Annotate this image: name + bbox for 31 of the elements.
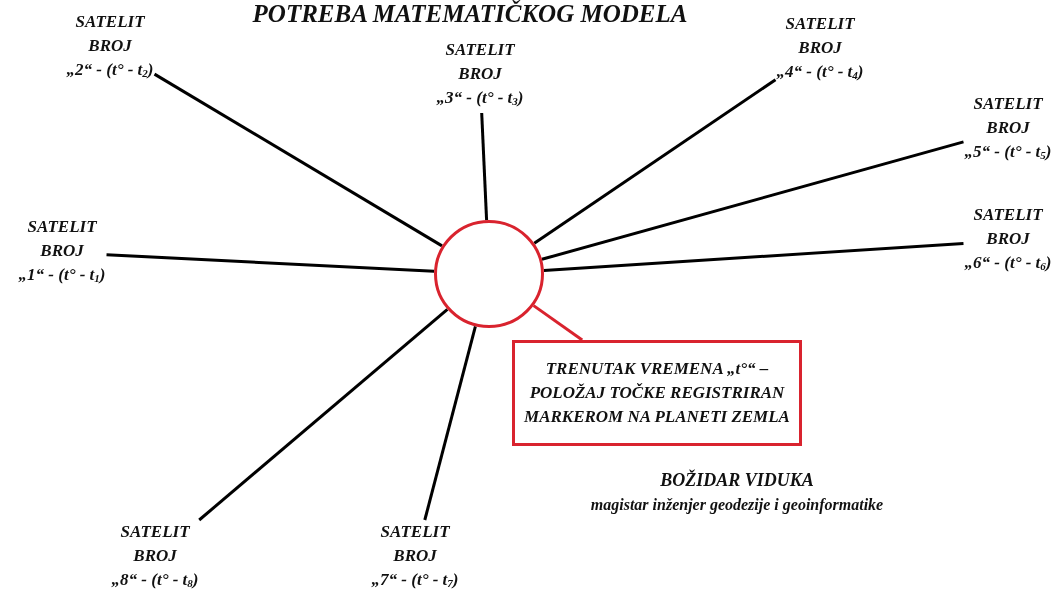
- satellite-label: SATELIT BROJ: [380, 521, 450, 567]
- time-difference-label: „8“ - (t° - t$_{8}$): [111, 569, 199, 590]
- sight-line: [480, 112, 489, 221]
- time-difference-label: „5“ - (t° - t$_{5}$): [964, 141, 1052, 163]
- callout-text: TRENUTAK VREMENA „t°“ – POLOŽAJ TOČKE REGISTRIRAN MARKEROM NA PLANETI ZEMLA: [523, 358, 791, 428]
- sight-line: [198, 308, 449, 522]
- time-difference-label: „7“ - (t° - t$_{7}$): [371, 569, 459, 590]
- diagram-title: POTREBA MATEMATIČKOG MODELA: [252, 0, 688, 28]
- time-difference-label: „3“ - (t° - t$_{3}$): [436, 87, 524, 109]
- time-difference-label: „4“ - (t° - t$_{4}$): [776, 61, 864, 83]
- satellite-label: SATELIT BROJ: [27, 216, 97, 262]
- satellite-label: SATELIT BROJ: [120, 521, 190, 567]
- sight-line: [533, 78, 777, 245]
- sight-line: [543, 241, 964, 272]
- author-name: BOŽIDAR VIDUKA: [660, 470, 814, 491]
- sight-line: [106, 253, 435, 273]
- satellite-label: SATELIT BROJ: [973, 204, 1043, 250]
- callout-box: [512, 340, 802, 446]
- satellite-label: SATELIT BROJ: [973, 93, 1043, 139]
- time-difference-label: „6“ - (t° - t$_{6}$): [964, 252, 1052, 274]
- satellite-label: SATELIT BROJ: [445, 39, 515, 85]
- sight-line: [541, 140, 964, 261]
- sight-line: [423, 325, 477, 521]
- satellite-label: SATELIT BROJ: [785, 13, 855, 59]
- satellite-label: SATELIT BROJ: [75, 11, 145, 57]
- time-difference-label: „2“ - (t° - t$_{2}$): [66, 59, 154, 81]
- sight-line: [153, 72, 443, 248]
- highlight-circle: [434, 220, 544, 328]
- time-difference-label: „1“ - (t° - t$_{1}$): [18, 264, 106, 286]
- leader-line: [532, 304, 584, 342]
- author-title: magistar inženjer geodezije i geoinformatike: [590, 496, 884, 514]
